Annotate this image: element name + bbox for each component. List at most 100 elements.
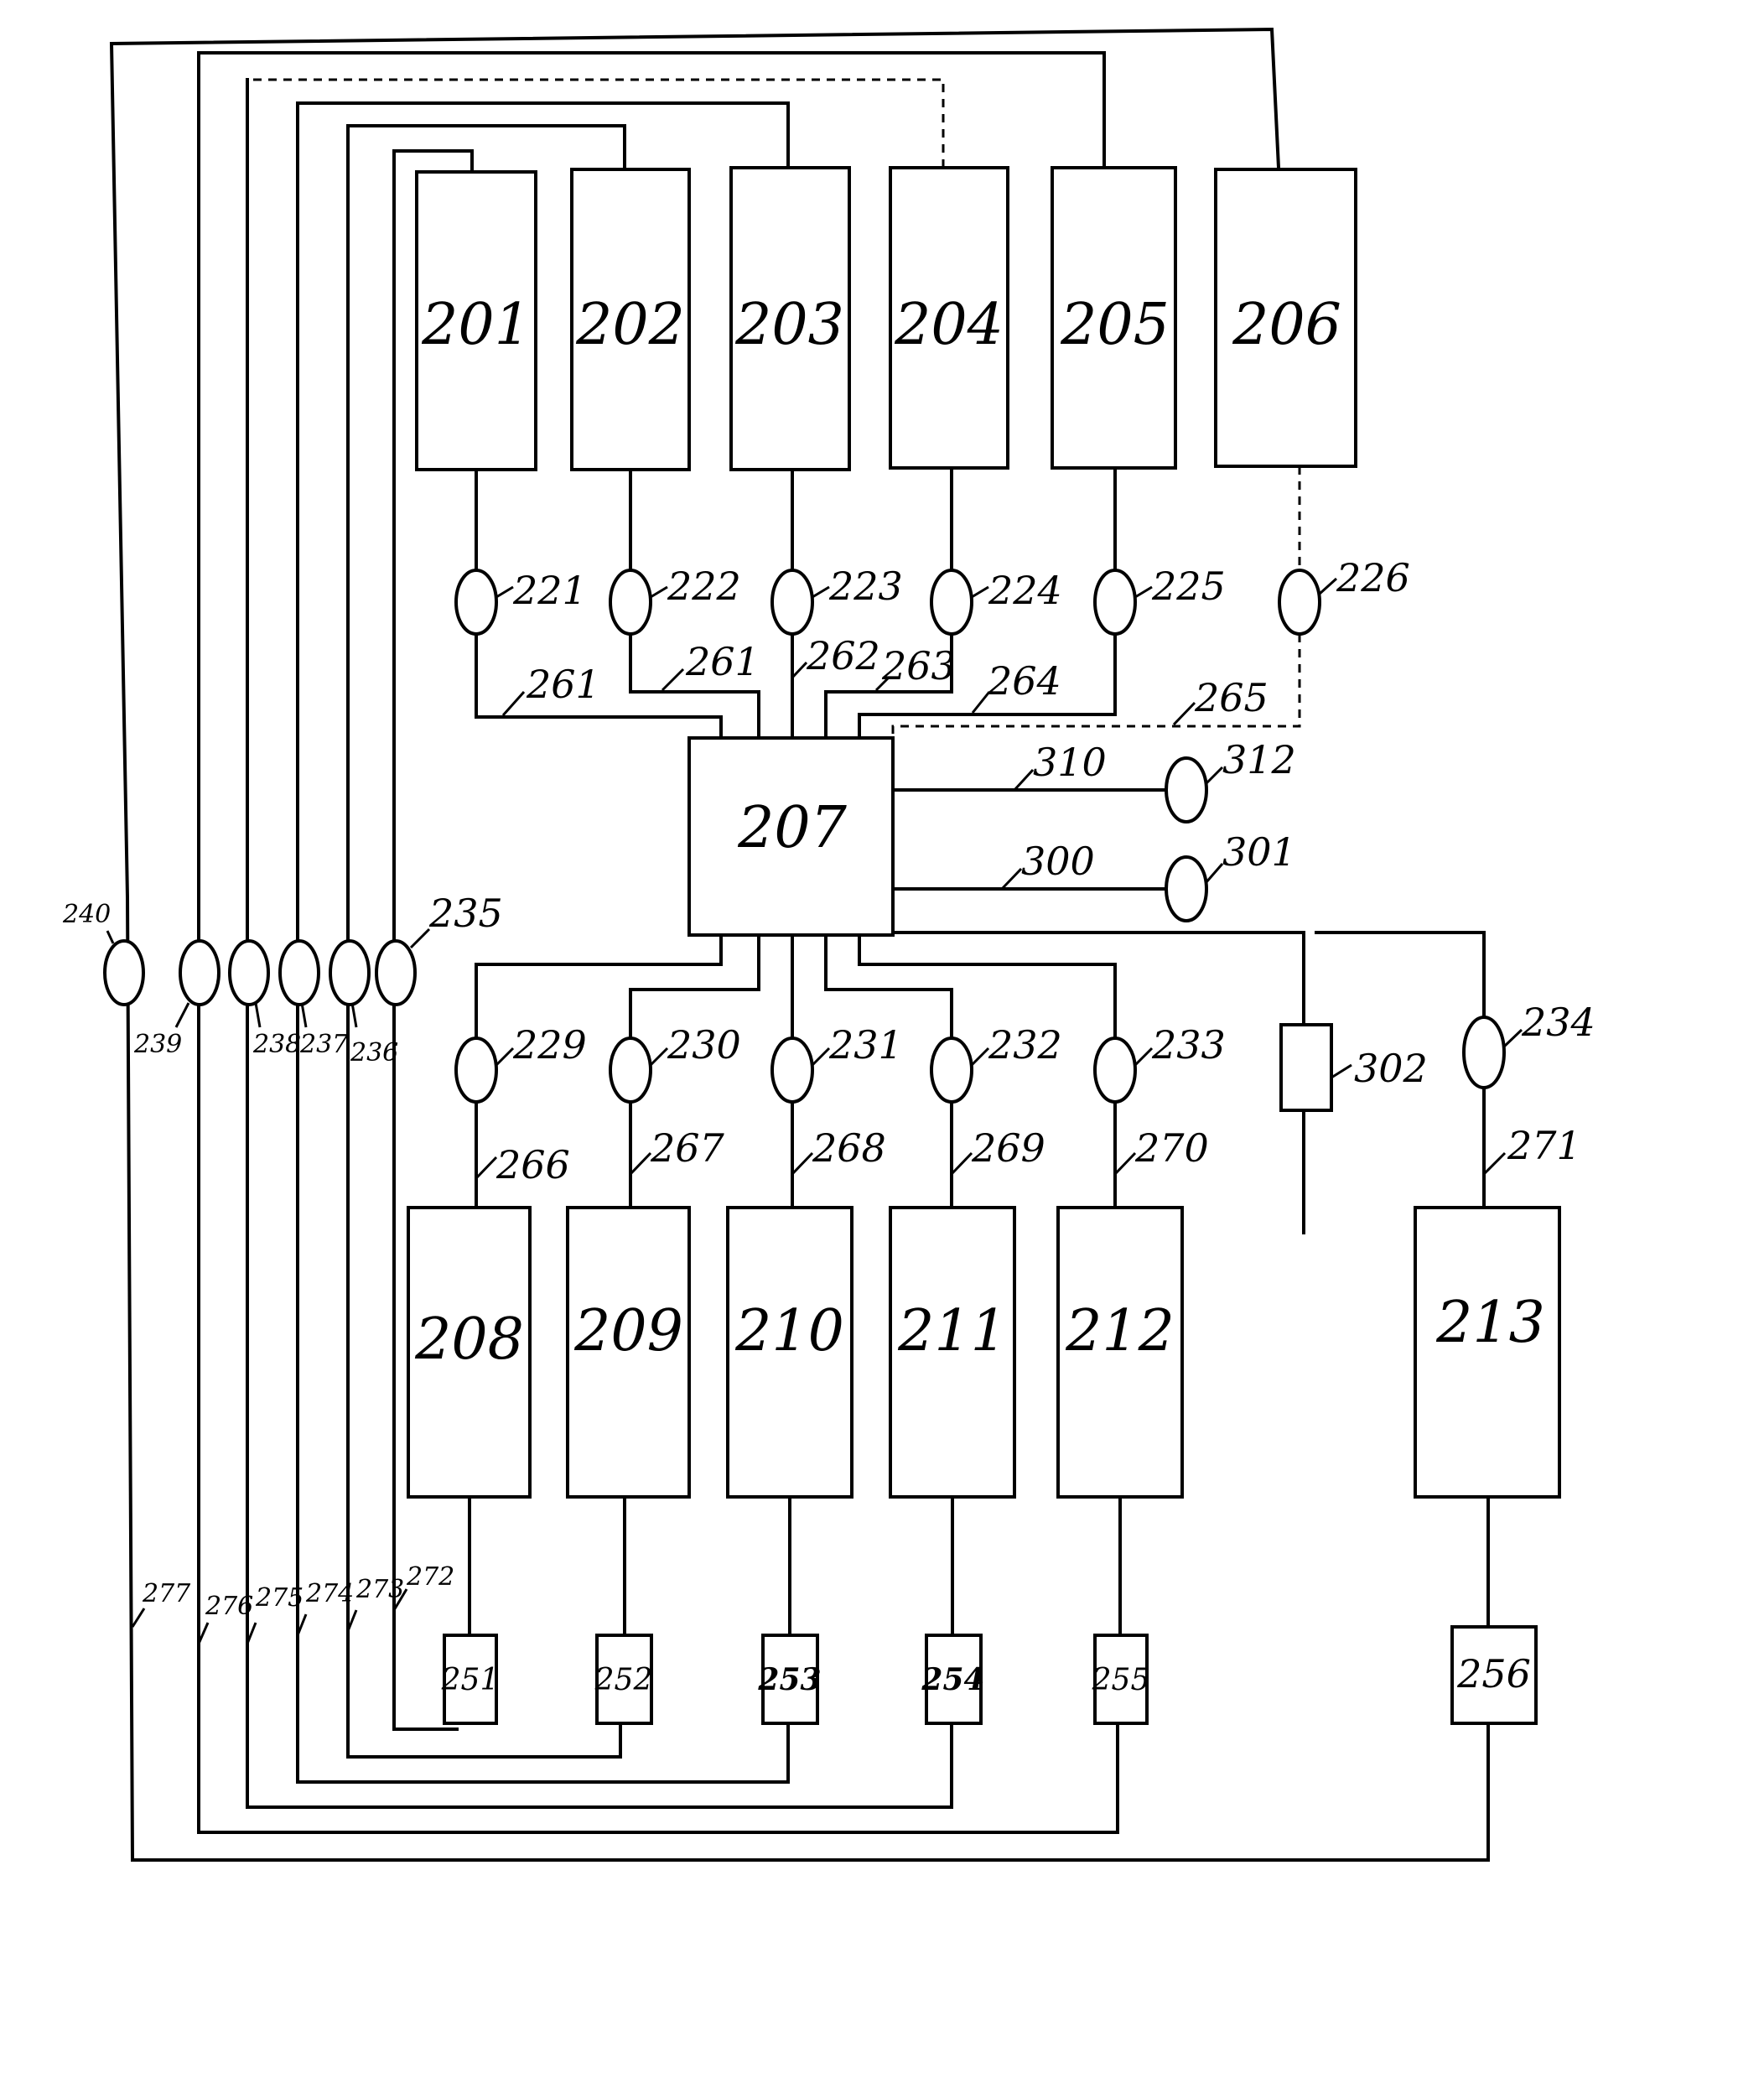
leader-261a [503, 692, 524, 715]
return-line-274-label: 274 [305, 1579, 354, 1608]
leader-266 [476, 1157, 496, 1178]
valve-232-label: 232 [988, 1022, 1062, 1068]
collector-251-label: 251 [441, 1663, 500, 1697]
valve-222 [610, 570, 651, 634]
tank-209-label: 209 [573, 1298, 683, 1364]
tank-213-label: 213 [1435, 1290, 1545, 1356]
valve-230 [610, 1038, 651, 1102]
valve-231-label: 231 [828, 1022, 903, 1068]
feed-line-264-label: 264 [987, 658, 1061, 704]
line-to-302 [893, 933, 1304, 1025]
valve-235-label: 235 [428, 891, 503, 936]
valve-237-label: 237 [299, 1030, 349, 1059]
leader-239 [176, 1003, 189, 1027]
leader-238 [256, 1003, 260, 1027]
valve-233-label: 233 [1151, 1022, 1226, 1068]
leader-235 [411, 929, 429, 948]
tank-211-label: 211 [897, 1298, 1007, 1364]
leader-223 [812, 587, 829, 597]
feed-line-271-label: 271 [1507, 1123, 1581, 1168]
leader-269 [952, 1153, 972, 1174]
valve-222-label: 222 [667, 564, 741, 609]
feed-line-266-label: 266 [495, 1142, 570, 1187]
valve-301 [1166, 857, 1206, 921]
return-line-277-label: 277 [142, 1579, 191, 1608]
mixing-unit-207-label: 207 [737, 795, 848, 861]
leader-226 [1320, 579, 1336, 594]
return-line-274 [298, 103, 788, 1782]
leader-233 [1135, 1048, 1152, 1065]
valve-232 [931, 1038, 972, 1102]
leader-265 [1174, 703, 1195, 725]
feed-line-270-label: 270 [1134, 1125, 1209, 1171]
valve-238 [230, 941, 268, 1005]
valve-312-label: 312 [1222, 737, 1296, 782]
leader-302 [1331, 1065, 1352, 1078]
valve-238-label: 238 [252, 1030, 301, 1059]
valve-224-label: 224 [988, 568, 1062, 613]
collector-252-label: 252 [594, 1663, 653, 1697]
tank-208-label: 208 [414, 1307, 524, 1373]
return-line-272-label: 272 [406, 1562, 454, 1592]
tank-212-label: 212 [1065, 1298, 1175, 1364]
collector-253-label: 253 [757, 1662, 821, 1697]
valve-223 [772, 570, 812, 634]
valve-235 [376, 941, 415, 1005]
leader-270 [1115, 1153, 1135, 1174]
collector-255-label: 255 [1092, 1663, 1150, 1697]
feed-line-271-top [1316, 933, 1484, 1015]
leader-236 [352, 1003, 356, 1027]
valve-221 [456, 570, 496, 634]
feed-line-265-label: 265 [1194, 675, 1269, 720]
leader-261b [662, 669, 683, 690]
leader-240 [107, 931, 113, 943]
leader-267 [630, 1153, 651, 1174]
leader-230 [651, 1048, 667, 1065]
valve-226 [1279, 570, 1320, 634]
leader-221 [496, 587, 513, 597]
feed-line-269-label: 269 [971, 1125, 1045, 1171]
return-line-273-label: 273 [355, 1575, 404, 1604]
valve-239-label: 239 [133, 1030, 182, 1059]
valve-234 [1464, 1017, 1504, 1088]
feed-line-261b-label: 261 [685, 639, 760, 684]
leader-232 [972, 1048, 988, 1065]
leader-310 [1014, 770, 1033, 790]
valve-224 [931, 570, 972, 634]
feed-line-262-label: 262 [806, 633, 880, 678]
collector-254-label: 254 [921, 1662, 984, 1697]
outlet-line-310-label: 310 [1033, 740, 1107, 785]
tank-201-label: 201 [421, 292, 531, 358]
leader-237 [302, 1003, 306, 1027]
feed-line-263-label: 263 [881, 643, 956, 688]
leader-277 [132, 1608, 144, 1627]
leader-224 [972, 587, 988, 597]
tank-202-label: 202 [575, 292, 685, 358]
valve-229 [456, 1038, 496, 1102]
return-line-275-top [247, 80, 943, 168]
valve-237 [280, 941, 319, 1005]
leader-301 [1206, 864, 1222, 883]
leader-229 [496, 1048, 513, 1065]
valve-229-label: 229 [512, 1022, 587, 1068]
leader-312 [1206, 767, 1222, 784]
valve-223-label: 223 [828, 564, 903, 609]
leader-262 [792, 662, 807, 678]
leader-271 [1484, 1153, 1505, 1174]
valve-240-label: 240 [62, 900, 111, 929]
tank-205-label: 205 [1060, 292, 1170, 358]
feed-line-267-label: 267 [650, 1125, 725, 1171]
leader-264 [973, 692, 989, 713]
valve-236-label: 236 [350, 1038, 398, 1068]
leader-234 [1504, 1030, 1522, 1047]
leader-222 [651, 587, 667, 597]
leader-231 [812, 1048, 829, 1065]
valve-225 [1095, 570, 1135, 634]
return-line-275-label: 275 [255, 1583, 304, 1613]
valve-236 [330, 941, 369, 1005]
leader-268 [792, 1153, 812, 1174]
valve-225-label: 225 [1151, 564, 1226, 609]
tank-204-label: 204 [894, 292, 1004, 358]
tank-210-label: 210 [734, 1298, 844, 1364]
